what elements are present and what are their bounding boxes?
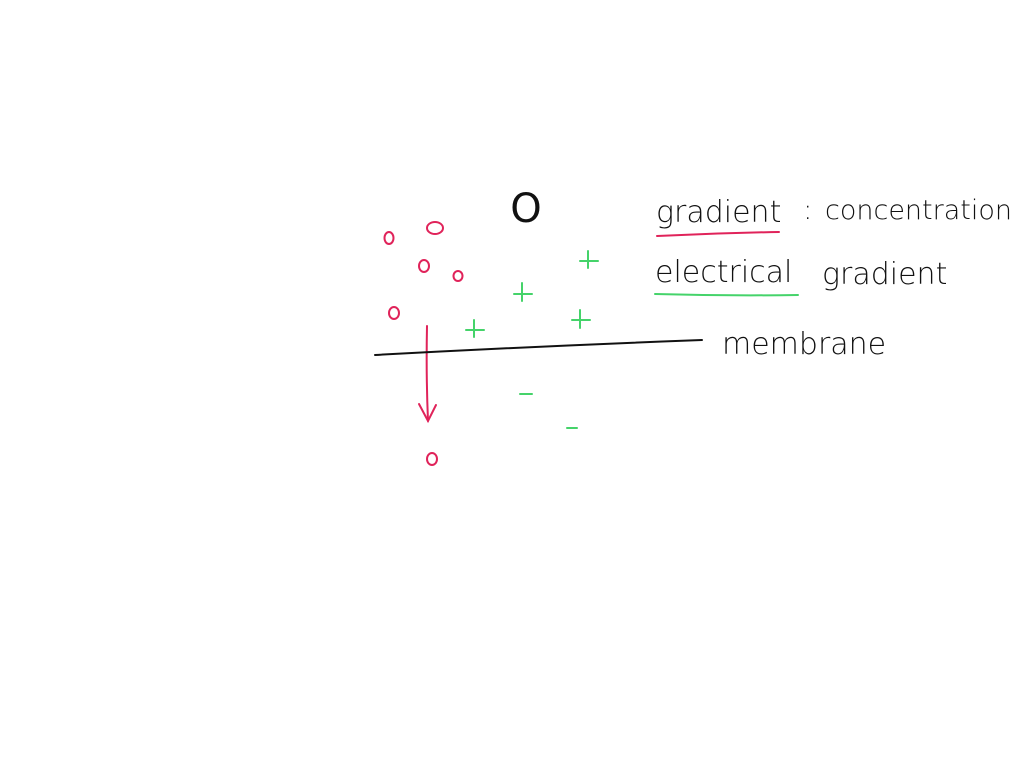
red-particle xyxy=(426,221,444,235)
electrical-underline xyxy=(654,293,799,297)
diffusion-arrow xyxy=(418,325,437,424)
large-particle: O xyxy=(510,186,541,232)
positive-charge xyxy=(465,319,485,338)
red-particle xyxy=(388,306,400,320)
red-particle xyxy=(418,259,430,273)
red-particle xyxy=(383,231,395,245)
positive-charges xyxy=(465,250,599,338)
membrane-label: membrane xyxy=(722,327,886,362)
positive-charge xyxy=(571,309,591,329)
red-particle xyxy=(452,270,464,282)
concentration-underline xyxy=(656,231,780,237)
electrical-gradient-word: gradient xyxy=(822,257,947,292)
positive-charge xyxy=(513,282,533,302)
concentration-particles xyxy=(383,221,464,466)
concentration-label: concentration xyxy=(825,195,1012,226)
concentration-gradient-word: gradient xyxy=(656,195,781,230)
membrane-line xyxy=(374,339,703,356)
negative-charges xyxy=(519,393,578,429)
concentration-separator: : xyxy=(803,193,812,226)
red-particle xyxy=(426,452,438,466)
electrical-label: electrical xyxy=(655,255,792,290)
positive-charge xyxy=(579,250,599,269)
